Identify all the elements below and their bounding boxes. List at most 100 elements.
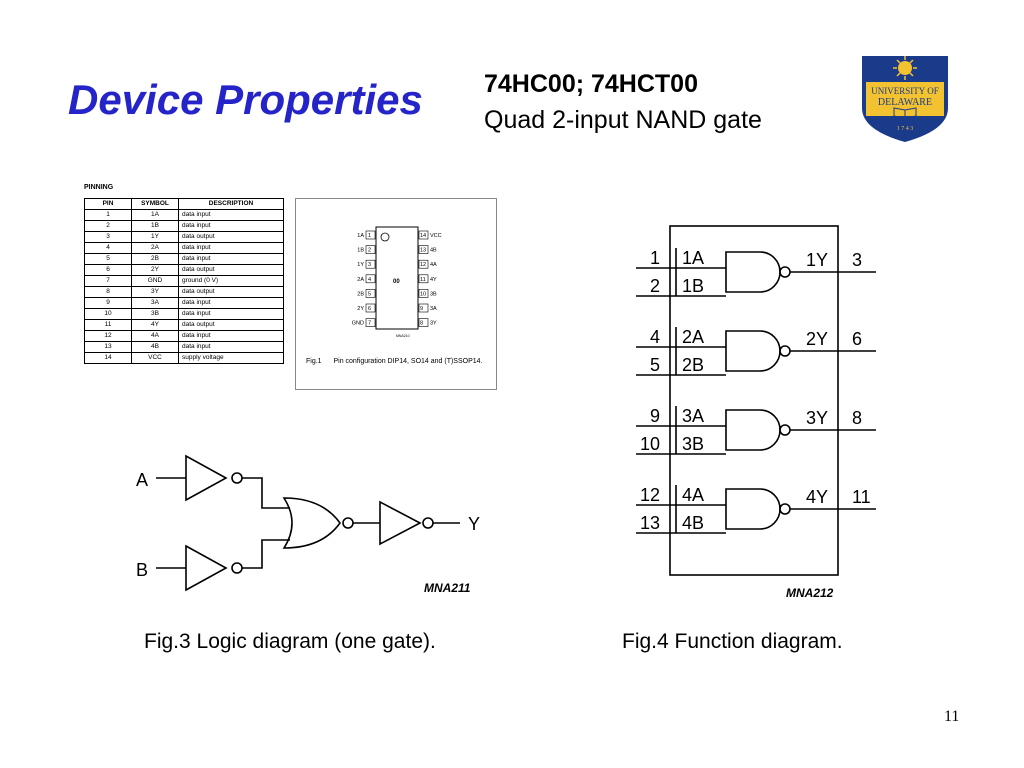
chip-label: 00 <box>393 279 400 285</box>
output-label: 4Y <box>806 487 828 507</box>
input-label: 4B <box>682 513 704 533</box>
pin-number: 13 <box>640 513 660 533</box>
pin-box-left <box>365 230 376 240</box>
pin-number: 5 <box>650 355 660 375</box>
nand-bubble <box>779 345 791 357</box>
pin-name-right: 4Y <box>430 277 437 283</box>
slide-title: Device Properties <box>68 76 423 123</box>
pin-box-right <box>418 318 429 327</box>
pin-number: 6 <box>852 329 862 349</box>
input-label: 1B <box>682 276 704 296</box>
pin-name-right: 4A <box>430 262 437 268</box>
pin-num-right: 11 <box>420 277 426 283</box>
output-y-label: Y <box>468 514 480 534</box>
pin-box-right <box>418 274 429 284</box>
pin-number: 12 <box>640 485 660 505</box>
pin-box-right <box>418 245 429 254</box>
output-label: 1Y <box>806 250 828 270</box>
sun-icon <box>893 56 917 80</box>
pin1-marker <box>380 232 390 242</box>
input-label: 2B <box>682 355 704 375</box>
pin-num-right: 14 <box>420 233 426 239</box>
logo-year: 1 7 4 3 <box>897 126 914 132</box>
pin-box-right <box>418 230 429 240</box>
pin-number: 10 <box>640 434 660 454</box>
book-icon <box>893 107 917 119</box>
pin-configuration-box <box>295 198 497 390</box>
pin-name-left: 1A <box>357 233 364 239</box>
nand-gate-1: 1 1A 2 1B 1Y 3 <box>636 248 876 297</box>
fig1-code: MNA210 <box>396 334 410 338</box>
device-title: 74HC00; 74HCT00 <box>484 70 698 98</box>
pin-box-left <box>365 245 376 254</box>
or-gate <box>282 497 341 549</box>
pin-num-left: 4 <box>368 277 371 283</box>
pinning-label: PINNING <box>84 184 114 191</box>
cell-description: supply voltage <box>178 352 284 364</box>
pin-num-right: 10 <box>420 291 426 297</box>
pin-number: 2 <box>650 276 660 296</box>
nand-body <box>725 409 781 451</box>
pin-num-right: 12 <box>420 262 426 268</box>
pin-num-left: 2 <box>368 248 371 254</box>
input-b-label: B <box>136 560 148 580</box>
pin-box-left <box>365 318 376 327</box>
fig3-code: MNA211 <box>424 581 471 595</box>
page-number: 11 <box>944 708 960 725</box>
nand-body <box>725 251 781 293</box>
fig1-caption-num: Fig.1 <box>306 358 322 365</box>
fig1-caption: Fig.1 Pin configuration DIP14, SO14 and … <box>306 357 486 366</box>
pin-name-left: 1B <box>357 248 364 254</box>
input-label: 3A <box>682 406 704 426</box>
pin-box-right <box>418 303 429 313</box>
pin-box-right <box>418 259 429 269</box>
pin-number: 11 <box>852 487 871 507</box>
fig4-caption: Fig.4 Function diagram. <box>622 630 843 653</box>
output-label: 2Y <box>806 329 828 349</box>
fig4-code: MNA212 <box>786 586 834 600</box>
cell-pin: 14 <box>84 352 132 364</box>
nand-body <box>725 488 781 530</box>
inverter-out <box>379 500 422 546</box>
input-label: 1A <box>682 248 704 268</box>
pin-num-left: 7 <box>368 321 371 327</box>
output-label: 3Y <box>806 408 828 428</box>
pin-name-right: 3Y <box>430 321 437 327</box>
university-logo: UNIVERSITY OF DELAWARE 1 7 4 3 <box>862 56 948 142</box>
nand-body <box>725 330 781 372</box>
nand-gate-2: 4 2A 5 2B 2Y 6 <box>636 327 876 376</box>
device-subtitle: Quad 2-input NAND gate <box>484 106 762 134</box>
input-label: 4A <box>682 485 704 505</box>
chip-body <box>375 226 419 330</box>
pin-num-left: 5 <box>368 291 371 297</box>
pin-name-right: 4B <box>430 248 437 254</box>
pin-num-left: 6 <box>368 306 371 312</box>
pin-box-left <box>365 259 376 269</box>
pin-name-left: 2B <box>357 291 364 297</box>
input-label: 2A <box>682 327 704 347</box>
pin-number: 3 <box>852 250 862 270</box>
pin-number: 8 <box>852 408 862 428</box>
pin-box-left <box>365 289 376 298</box>
logo-text-line1: UNIVERSITY OF <box>871 86 938 96</box>
pin-num-left: 3 <box>368 262 371 268</box>
pin-number: 4 <box>650 327 660 347</box>
pin-num-right: 13 <box>420 248 426 254</box>
pin-number: 1 <box>650 248 660 268</box>
logo-text-line2: DELAWARE <box>878 97 932 108</box>
inverter-a <box>185 454 228 502</box>
fig3-caption: Fig.3 Logic diagram (one gate). <box>144 630 436 653</box>
nand-bubble <box>779 503 791 515</box>
pin-box-left <box>365 274 376 284</box>
pin-name-left: 2A <box>357 277 364 283</box>
